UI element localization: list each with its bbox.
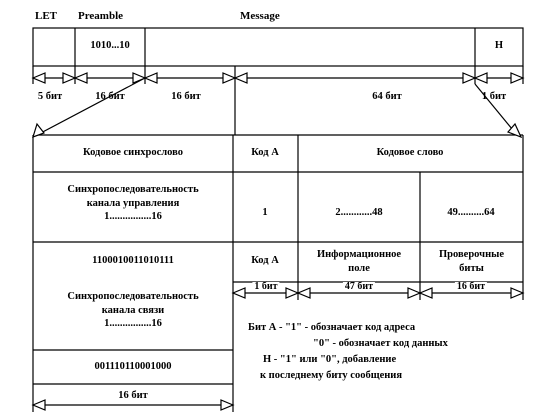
sync-control-range: 1................16 xyxy=(104,211,162,223)
info-field-line2: поле xyxy=(348,262,370,274)
legend-line4: к последнему биту сообщения xyxy=(260,370,403,381)
bits-message: 64 бит xyxy=(372,91,402,102)
sync-comm-range: 1................16 xyxy=(104,318,162,330)
check-bits-label: Проверочные биты xyxy=(420,248,523,275)
let-label: LET xyxy=(35,10,58,22)
code-a-value: 1 xyxy=(262,207,268,218)
message-label: Message xyxy=(240,10,280,22)
legend-line3: Н - "1" или "0", добавление xyxy=(263,354,397,365)
bits-let: 5 бит xyxy=(37,91,63,102)
check-range: 49..........64 xyxy=(447,207,495,218)
legend-line2: "0" - обозначает код данных xyxy=(313,338,448,349)
bits-preamble-tail: 16 бит xyxy=(171,91,201,102)
sync-comm-block: Синхропоследовательность канала связи 1.… xyxy=(33,290,233,331)
h-bit: H xyxy=(494,40,504,51)
sync-comm-title: Синхропоследовательность xyxy=(67,291,199,302)
dim-check: 16 бит xyxy=(454,281,488,292)
sync-comm-bits: 001110110001000 xyxy=(94,361,172,372)
legend-line1: Бит А - "1" - обозначает код адреса xyxy=(248,322,416,333)
sync-control-title: Синхропоследовательность xyxy=(67,184,199,195)
info-field-line1: Информационное xyxy=(316,249,402,260)
info-field-label: Информационное поле xyxy=(298,248,420,275)
check-bits-line2: биты xyxy=(459,262,484,274)
info-range: 2............48 xyxy=(335,207,383,218)
dim-sync: 16 бит xyxy=(118,390,148,401)
preamble-label: Preamble xyxy=(78,10,124,22)
sync-comm-subtitle: канала связи xyxy=(101,304,165,316)
dim-info: 47 бит xyxy=(342,281,376,292)
preamble-bits: 1010...10 xyxy=(90,40,130,51)
sync-control-block: Синхропоследовательность канала управлен… xyxy=(33,183,233,224)
col-code-a-header: Код А xyxy=(251,147,279,158)
check-bits-line1: Проверочные xyxy=(439,249,504,260)
sync-control-bits: 1100010011010111 xyxy=(92,255,174,266)
bits-h: 1 бит xyxy=(481,91,507,102)
bits-preamble: 16 бит xyxy=(95,91,125,102)
expansion-line-left xyxy=(36,77,146,136)
sync-control-subtitle: канала управления xyxy=(86,197,180,209)
code-a-label: Код А xyxy=(251,255,279,266)
col-codeword-header: Кодовое слово xyxy=(376,147,444,158)
col-sync-header: Кодовое синхрослово xyxy=(83,147,183,158)
frame-box xyxy=(32,27,524,67)
dim-code-a: 1 бит xyxy=(252,281,280,292)
expansion-line-right xyxy=(474,83,518,136)
